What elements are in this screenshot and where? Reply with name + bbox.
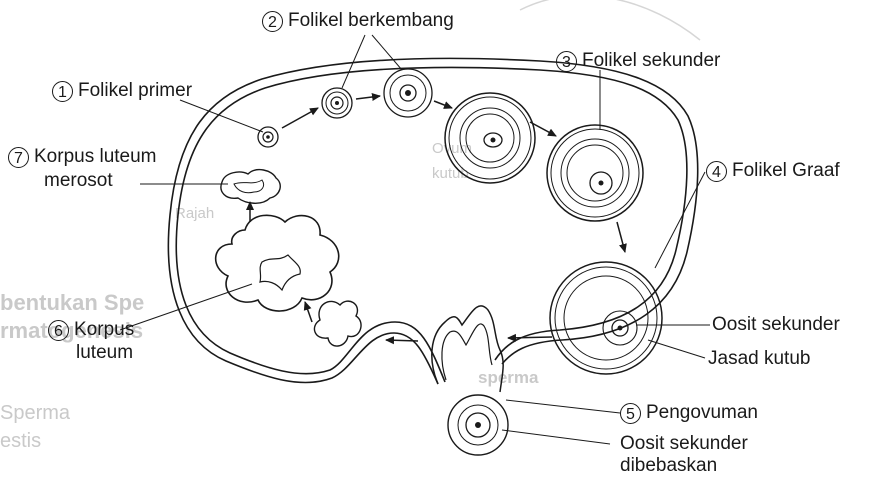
arrow-developing-to-secondary — [434, 101, 452, 108]
leader-primary — [180, 100, 263, 132]
label-secondary-oocyte: Oosit sekunder — [712, 314, 840, 336]
label-ovulation-text: Pengovuman — [646, 402, 758, 423]
label-degenerating-line1: Korpus luteum — [34, 146, 157, 167]
leader-developing-b — [372, 35, 402, 70]
released-oocyte — [448, 395, 508, 455]
leader-ovulation — [506, 400, 620, 413]
label-number-2: 2 — [262, 11, 283, 32]
label-number-7: 7 — [8, 147, 29, 168]
label-released-oocyte-line1: Oosit sekunder — [620, 433, 748, 455]
label-released-oocyte-line2: dibebaskan — [620, 455, 717, 477]
degenerating-corpus-luteum-inner — [234, 180, 264, 193]
label-degenerating-corpus-luteum-line2: merosot — [44, 170, 113, 192]
leader-corpus-luteum — [120, 284, 252, 330]
label-polar-body: Jasad kutub — [708, 348, 810, 370]
label-number-5: 5 — [620, 403, 641, 424]
label-corpus-luteum-line1: Korpus — [74, 319, 134, 340]
ovulation-rupture — [432, 306, 503, 392]
graafian-follicle — [550, 262, 662, 374]
label-number-6: 6 — [48, 320, 69, 341]
forming-corpus-luteum — [314, 301, 361, 346]
arrow-secondary-to-graafian — [617, 222, 625, 252]
corpus-luteum — [216, 215, 339, 311]
arrow-primary-to-developing — [282, 108, 318, 128]
label-primary-follicle-text: Folikel primer — [78, 80, 192, 101]
secondary-follicle — [547, 125, 643, 221]
label-developing-follicle-text: Folikel berkembang — [288, 10, 454, 31]
leader-released-oocyte — [502, 430, 610, 444]
label-corpus-luteum-line2: luteum — [76, 342, 133, 364]
arrow-graafian-to-ovulation — [508, 337, 552, 338]
developing-follicle-large — [384, 69, 432, 117]
primary-follicle — [258, 127, 278, 147]
arrow-to-corpus-luteum — [305, 302, 312, 322]
label-graafian-follicle-text: Folikel Graaf — [732, 160, 840, 181]
secondary-follicle-early — [445, 93, 535, 183]
label-number-1: 1 — [52, 81, 73, 102]
arrow-ovulation-to-forming — [386, 340, 418, 341]
arrow-developing-to-developing — [356, 96, 380, 99]
developing-follicle-small — [322, 88, 352, 118]
degenerating-corpus-luteum — [221, 170, 280, 204]
leader-polar-body — [648, 340, 705, 358]
label-secondary-follicle-text: Folikel sekunder — [582, 50, 720, 71]
leader-graafian — [655, 172, 705, 268]
background-ghost-curve — [520, 0, 700, 40]
label-number-3: 3 — [556, 51, 577, 72]
label-number-4: 4 — [706, 161, 727, 182]
